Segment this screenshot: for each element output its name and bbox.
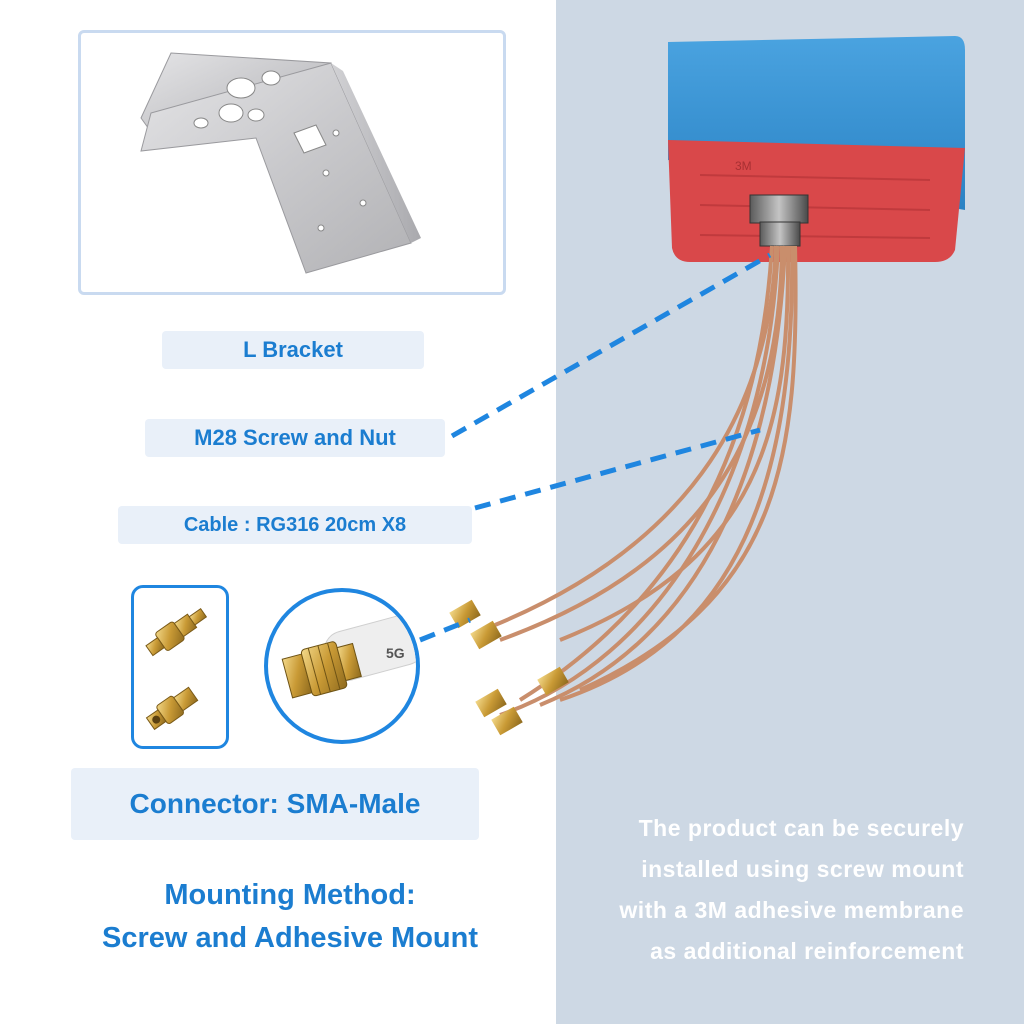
description-line1: The product can be securely <box>638 815 964 841</box>
cable-tag-text: 5G <box>386 645 405 661</box>
l-bracket-illustration <box>140 52 421 274</box>
l-bracket-label: L Bracket <box>162 331 424 369</box>
cable-label: Cable : RG316 20cm X8 <box>118 506 472 544</box>
sma-adapter-image <box>131 585 229 749</box>
mounting-method-line1: Mounting Method: <box>164 879 416 911</box>
sma-male-illustration: 5G <box>281 614 416 699</box>
sma-adapter-illustration <box>145 607 208 731</box>
l-bracket-image <box>78 30 506 295</box>
connector-label: Connector: SMA-Male <box>71 768 479 840</box>
description-line3: with a 3M adhesive membrane <box>619 897 964 923</box>
sma-male-closeup: 5G <box>264 588 420 744</box>
mounting-method-line2: Screw and Adhesive Mount <box>102 922 478 954</box>
description-line4: as additional reinforcement <box>650 938 964 964</box>
description-line2: installed using screw mount <box>641 856 964 882</box>
screw-nut-label: M28 Screw and Nut <box>145 419 445 457</box>
